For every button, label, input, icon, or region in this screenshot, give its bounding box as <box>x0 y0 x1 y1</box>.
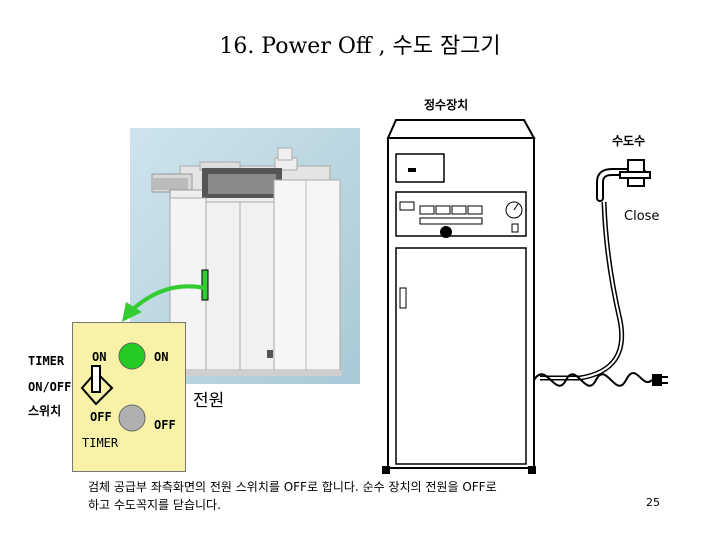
onoff-row-label: ON/OFF <box>28 380 72 394</box>
arrow-icon <box>122 284 206 322</box>
timer-bottom-label: TIMER <box>82 436 119 450</box>
instruction-line-2: 하고 수도꼭지를 닫습니다. <box>88 498 221 512</box>
instruction-text: 검체 공급부 좌측화면의 전원 스위치를 OFF로 합니다. 순수 장치의 전원… <box>88 478 497 514</box>
on-left-label: ON <box>92 350 107 364</box>
off-left-label: OFF <box>90 410 112 424</box>
page-title: 16. Power Off , 수도 잠그기 <box>219 34 501 59</box>
purifier-label: 정수장치 <box>424 98 469 112</box>
close-label: Close <box>624 209 660 224</box>
water-purifier-drawing <box>382 119 668 474</box>
instruction-line-1: 검체 공급부 좌측화면의 전원 스위치를 OFF로 합니다. 순수 장치의 전원… <box>88 480 497 494</box>
switch-row-label: 스위치 <box>28 404 62 418</box>
on-lamp-icon <box>118 342 146 370</box>
page-number: 25 <box>646 496 660 509</box>
knob-icon <box>440 226 452 238</box>
switch-panel-graphics <box>80 342 146 432</box>
plug-icon <box>652 374 662 386</box>
tap-label: 수도수 <box>612 134 646 148</box>
analyzer-image <box>130 128 360 384</box>
timer-row-label: TIMER <box>28 354 65 368</box>
off-lamp-icon <box>118 404 146 432</box>
on-right-label: ON <box>154 350 169 364</box>
off-right-label: OFF <box>154 418 176 432</box>
power-label: 전원 <box>193 391 225 411</box>
